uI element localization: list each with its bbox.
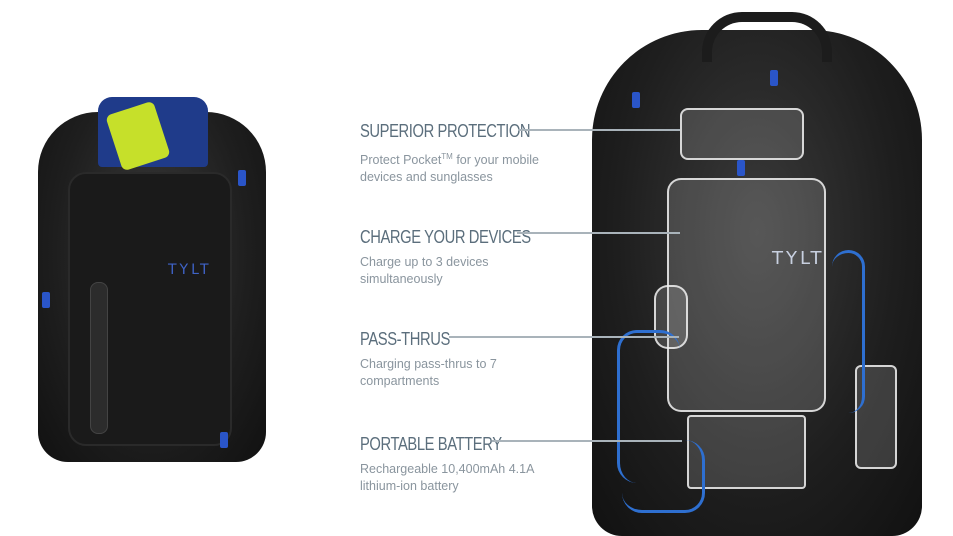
backpack-xray-image: TYLT bbox=[592, 12, 922, 536]
feature-portable-battery: PORTABLE BATTERY Rechargeable 10,400mAh … bbox=[360, 434, 575, 495]
zipper-pull bbox=[737, 160, 745, 176]
backpack-handle bbox=[702, 12, 832, 62]
charging-cable bbox=[832, 250, 865, 413]
zipper-pull bbox=[238, 170, 246, 186]
callout-line bbox=[518, 129, 680, 131]
feature-description: Rechargeable 10,400mAh 4.1A lithium-ion … bbox=[360, 462, 534, 493]
feature-pass-thrus: PASS-THRUS Charging pass-thrus to 7 comp… bbox=[360, 329, 530, 390]
feature-title: PASS-THRUS bbox=[360, 329, 450, 349]
callout-line bbox=[517, 232, 680, 234]
feature-title: SUPERIOR PROTECTION bbox=[360, 121, 531, 141]
feature-charge-devices: CHARGE YOUR DEVICES Charge up to 3 devic… bbox=[360, 227, 568, 288]
callout-line bbox=[492, 440, 682, 442]
feature-superior-protection: SUPERIOR PROTECTION Protect PocketTM for… bbox=[360, 121, 580, 186]
zipper-pull bbox=[632, 92, 640, 108]
front-slot bbox=[90, 282, 108, 434]
phone-outline bbox=[680, 108, 804, 160]
battery-outline bbox=[687, 415, 806, 489]
callout-line bbox=[449, 336, 679, 338]
feature-description: Charging pass-thrus to 7 compartments bbox=[360, 357, 497, 388]
tablet-outline bbox=[667, 178, 826, 412]
zipper-pull bbox=[770, 70, 778, 86]
feature-description: Protect PocketTM for your mobile devices… bbox=[360, 152, 540, 185]
feature-title: CHARGE YOUR DEVICES bbox=[360, 227, 531, 247]
charging-cable bbox=[617, 330, 680, 483]
backpack-front-image: TYLT bbox=[38, 97, 266, 462]
backpack-logo: TYLT bbox=[168, 262, 212, 278]
feature-title: PORTABLE BATTERY bbox=[360, 434, 502, 454]
feature-description: Charge up to 3 devices simultaneously bbox=[360, 255, 489, 286]
charging-cable bbox=[622, 440, 705, 513]
zipper-pull bbox=[220, 432, 228, 448]
zipper-pull bbox=[42, 292, 50, 308]
backpack-logo: TYLT bbox=[772, 248, 825, 269]
